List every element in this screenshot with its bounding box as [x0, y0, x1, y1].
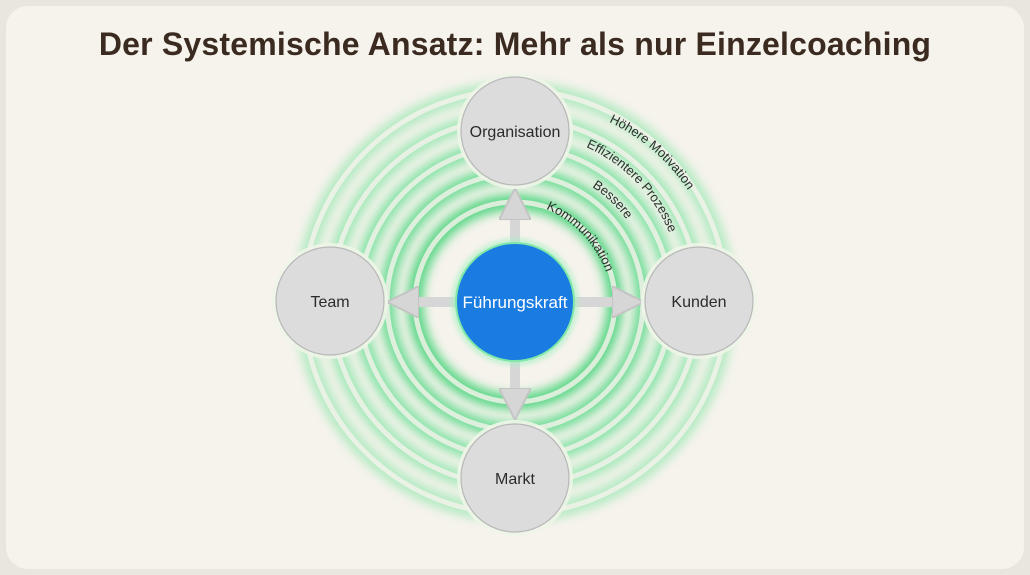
arrows — [403, 204, 628, 404]
center-label: Führungskraft — [463, 293, 568, 312]
node-label-organisation: Organisation — [470, 124, 561, 141]
node-label-team: Team — [310, 294, 349, 311]
node-markt: Markt — [457, 420, 573, 536]
page-title: Der Systemische Ansatz: Mehr als nur Ein… — [98, 26, 932, 62]
node-kunden: Kunden — [641, 243, 757, 359]
node-label-kunden: Kunden — [671, 294, 726, 311]
center-node: Führungskraft — [451, 238, 579, 366]
node-team: Team — [272, 243, 388, 359]
node-label-markt: Markt — [495, 471, 536, 488]
node-organisation: Organisation — [457, 73, 573, 189]
